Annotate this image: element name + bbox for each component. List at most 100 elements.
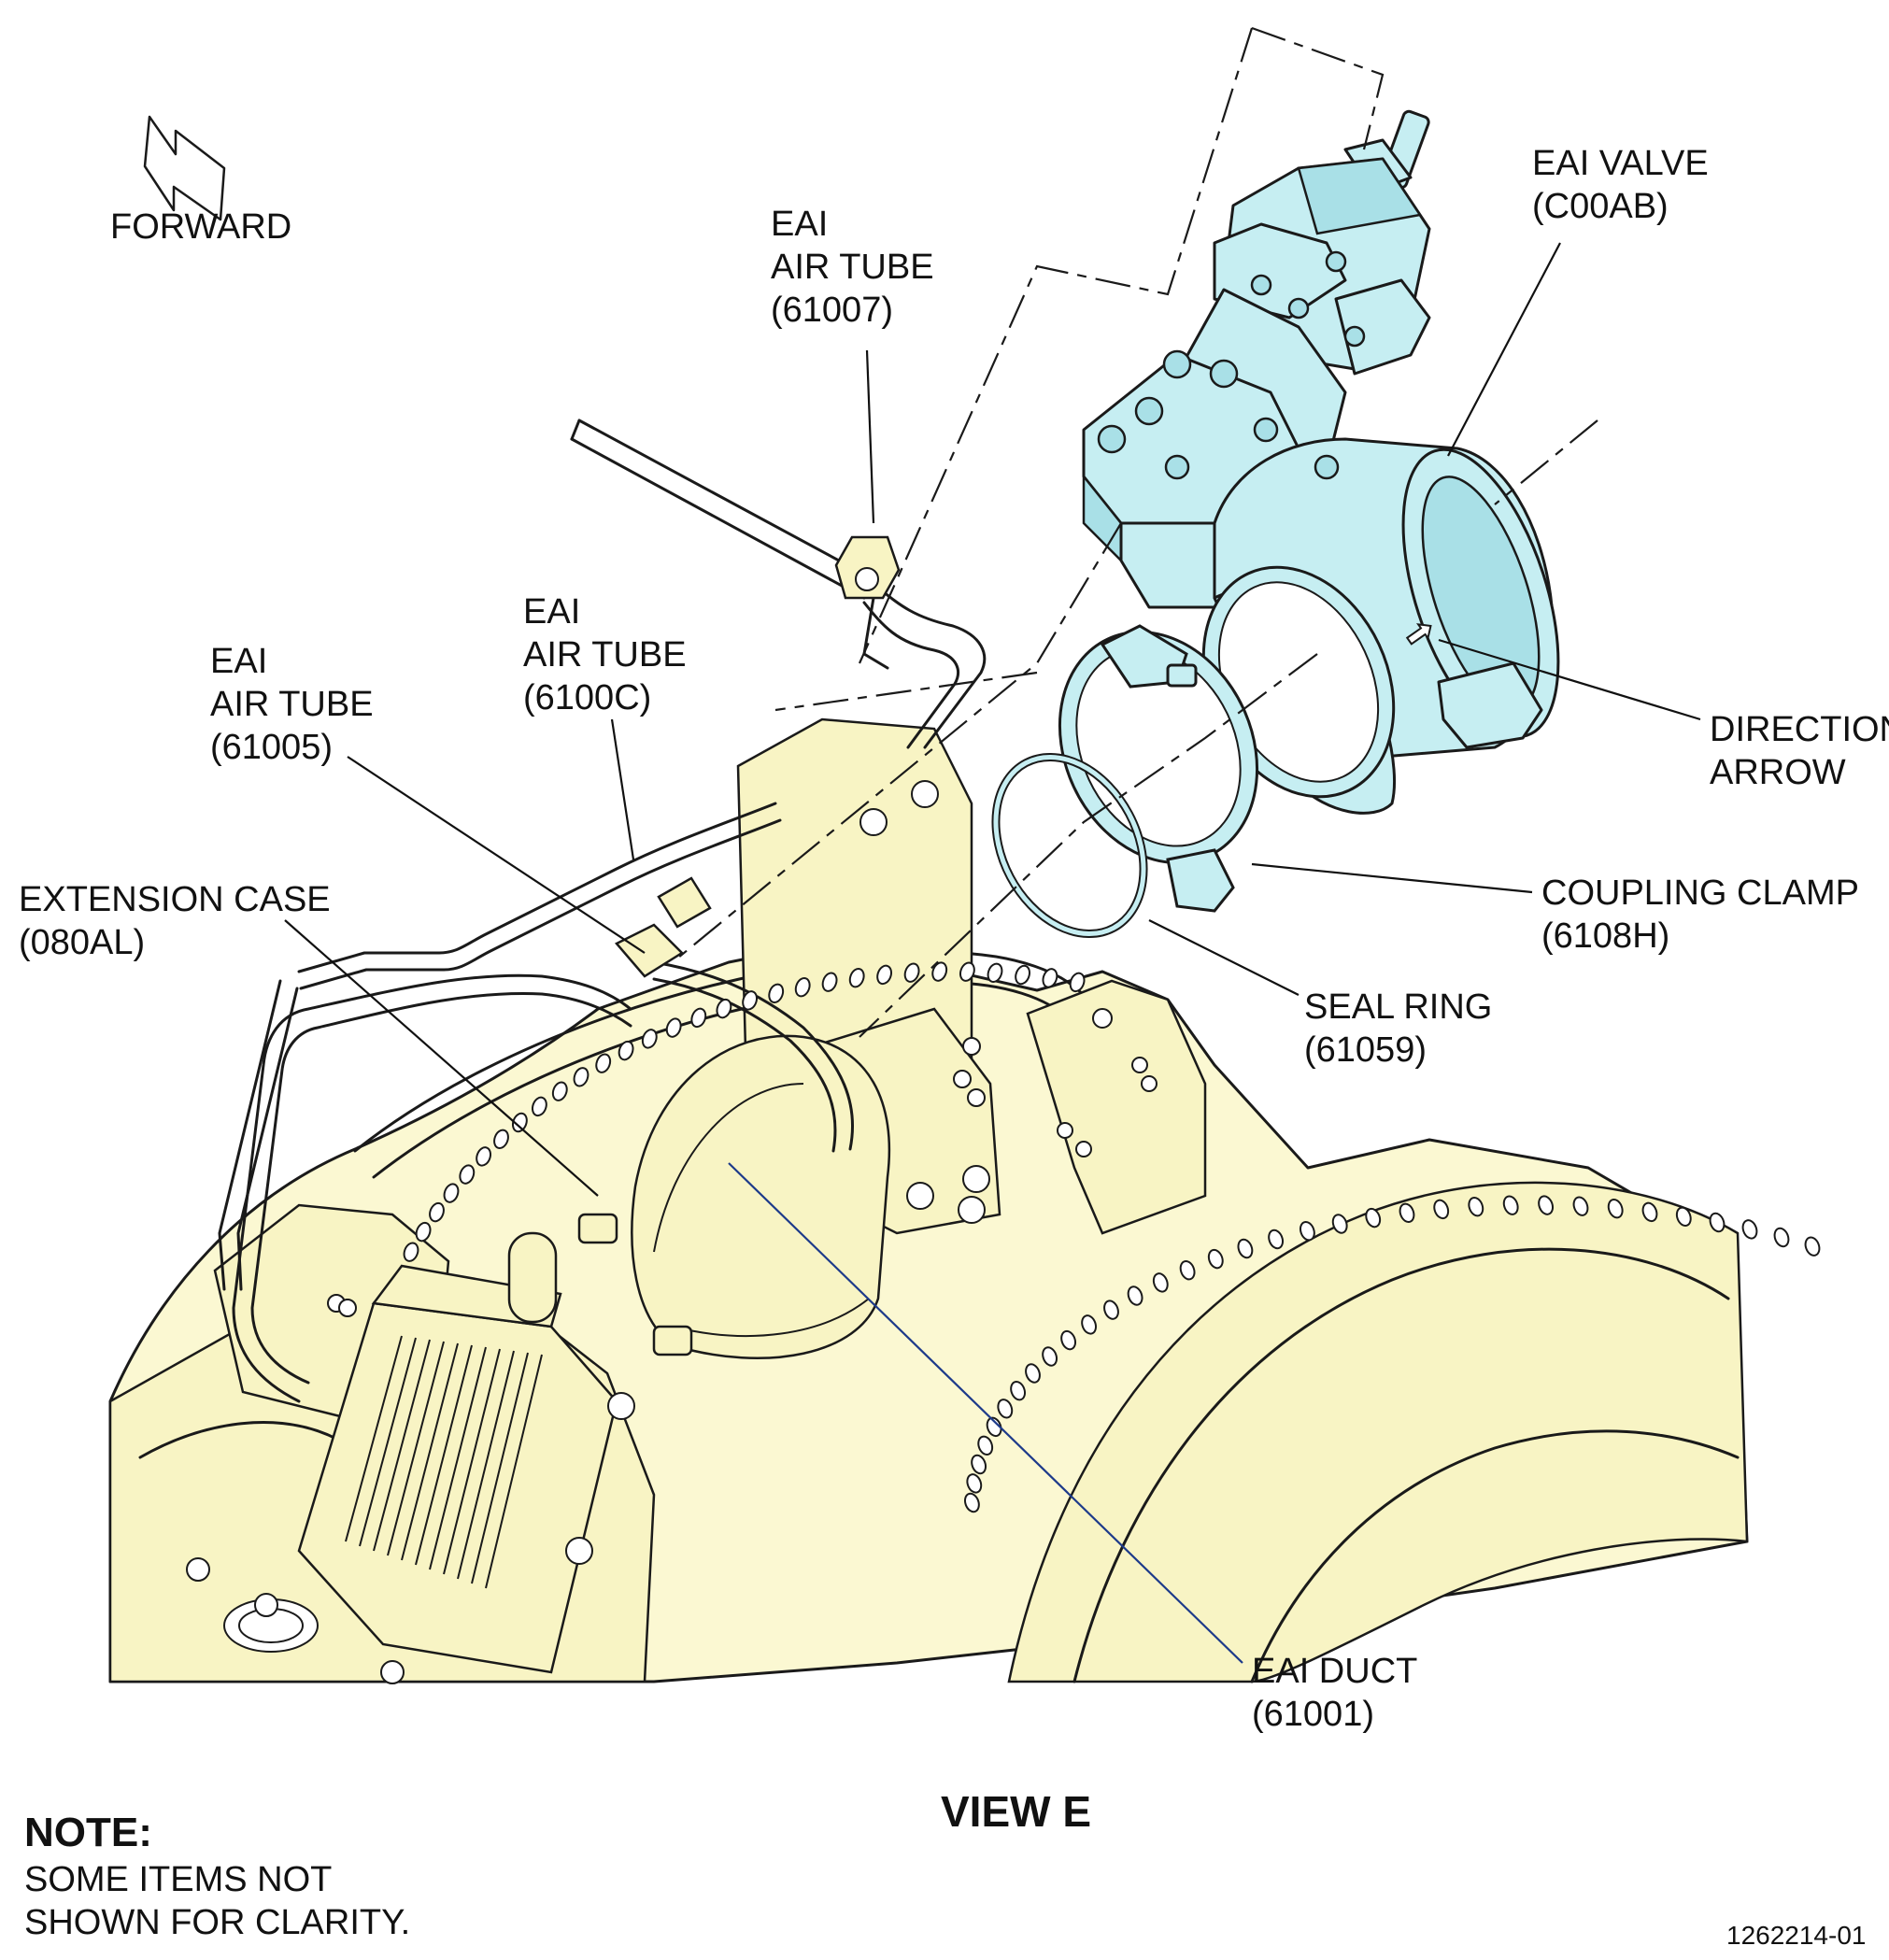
bolt-hole	[1741, 1219, 1758, 1240]
bolt-hole	[443, 1183, 460, 1203]
bolt-hole	[690, 1007, 707, 1029]
bolt-hole	[1025, 1363, 1041, 1384]
bolt-hole	[931, 961, 948, 982]
leader-lines	[284, 242, 1701, 1664]
bolt-hole	[977, 1435, 994, 1456]
seal-ring-line1: SEAL RING	[1304, 987, 1493, 1027]
bolt-hole	[415, 1221, 432, 1243]
bolt-hole	[1572, 1196, 1589, 1216]
bolt-hole	[971, 1454, 987, 1475]
direction-arrow-line2: ARROW	[1710, 753, 1846, 792]
bolt-hole	[1399, 1202, 1415, 1223]
bolt-hole	[1433, 1199, 1450, 1220]
bolt-hole	[966, 1473, 983, 1494]
bolt-hole	[531, 1096, 547, 1117]
seal-ring	[991, 752, 1148, 939]
extension-case-line2: (080AL)	[19, 923, 146, 962]
eai-duct-line2: (61001)	[1252, 1695, 1374, 1734]
bolt-hole	[1127, 1285, 1143, 1306]
bolt-hole	[1207, 1248, 1224, 1270]
bolt-hole	[1299, 1221, 1315, 1242]
eai-valve-line1: EAI VALVE	[1532, 144, 1709, 183]
bolt-hole	[429, 1201, 445, 1223]
heat-exchanger	[297, 1231, 618, 1674]
bolt-hole	[963, 1492, 980, 1513]
bolt-hole	[618, 1040, 634, 1061]
label-direction-arrow: DIRECTION ARROW	[1710, 708, 1889, 794]
label-seal-ring: SEAL RING (61059)	[1304, 986, 1492, 1072]
bolt-hole	[1365, 1207, 1382, 1229]
bolt-hole	[511, 1112, 528, 1133]
bolt-hole	[959, 961, 975, 982]
air-tube-61007-line3: (61007)	[771, 291, 893, 330]
air-tube-61007-line1: EAI	[771, 205, 829, 244]
forward-arrow-icon	[143, 115, 226, 221]
note-line2: SHOWN FOR CLARITY.	[24, 1903, 411, 1942]
bolt-hole	[1103, 1300, 1119, 1320]
bolt-hole	[476, 1146, 492, 1167]
bolt-hole	[821, 972, 838, 992]
note-block: NOTE: SOME ITEMS NOT SHOWN FOR CLARITY.	[24, 1808, 410, 1944]
seal-ring-line2: (61059)	[1304, 1030, 1427, 1070]
label-coupling-clamp: COUPLING CLAMP (6108H)	[1541, 872, 1859, 958]
air-tube-61005-line3: (61005)	[210, 728, 333, 767]
bolt-hole	[794, 977, 811, 998]
view-title: VIEW E	[941, 1787, 1092, 1836]
air-tube-61005-line2: AIR TUBE	[210, 685, 374, 724]
bolt-hole	[848, 968, 865, 988]
bolt-hole	[1675, 1206, 1692, 1227]
label-eai-valve: EAI VALVE (C00AB)	[1532, 142, 1709, 228]
bolt-hole	[1152, 1272, 1169, 1293]
label-eai-duct: EAI DUCT (61001)	[1252, 1650, 1417, 1736]
bolt-hole	[1468, 1197, 1484, 1217]
bolt-hole	[876, 964, 893, 986]
bolt-hole	[493, 1129, 509, 1149]
bolt-hole	[1010, 1381, 1027, 1401]
bolt-hole	[1081, 1314, 1098, 1335]
air-tube-6100c-line2: AIR TUBE	[523, 635, 687, 675]
bolt-hole	[1015, 964, 1031, 986]
eai-duct-line1: EAI DUCT	[1252, 1652, 1418, 1691]
bolt-hole	[742, 990, 759, 1011]
forward-text: FORWARD	[110, 207, 292, 247]
eai-valve	[1082, 109, 1560, 815]
bolt-hole	[1268, 1229, 1285, 1250]
note-heading: NOTE:	[24, 1810, 152, 1855]
coupling-clamp-line2: (6108H)	[1541, 916, 1670, 956]
bolt-hole	[1179, 1260, 1196, 1281]
bolt-hole	[1042, 1346, 1058, 1367]
bolt-hole	[551, 1081, 568, 1101]
bolt-hole	[1331, 1214, 1348, 1234]
bolt-hole	[1607, 1199, 1624, 1219]
bolt-hole	[1709, 1212, 1726, 1233]
air-tube-61005-line1: EAI	[210, 642, 268, 681]
air-tube-6100c-line3: (6100C)	[523, 678, 652, 717]
label-air-tube-61005: EAI AIR TUBE (61005)	[210, 640, 374, 769]
bolt-hole	[1773, 1227, 1790, 1248]
direction-arrow-icon	[1405, 623, 1432, 646]
bolt-hole	[1060, 1329, 1077, 1351]
bolt-hole	[459, 1164, 476, 1185]
bolt-hole	[1538, 1195, 1555, 1215]
bolt-hole	[997, 1399, 1014, 1419]
bolt-hole	[665, 1017, 682, 1038]
bolt-hole	[403, 1242, 419, 1262]
figure-id: 1262214-01	[1726, 1921, 1867, 1950]
bolt-hole	[595, 1053, 612, 1073]
air-tube-61007-line2: AIR TUBE	[771, 248, 934, 287]
bolt-hole	[1804, 1236, 1821, 1257]
extension-case-line1: EXTENSION CASE	[19, 880, 331, 919]
note-line1: SOME ITEMS NOT	[24, 1860, 333, 1899]
bolt-hole	[987, 962, 1003, 983]
coupling-clamp-line1: COUPLING CLAMP	[1541, 873, 1859, 913]
bolt-hole	[1069, 972, 1086, 993]
bolt-hole	[573, 1067, 589, 1087]
label-air-tube-6100c: EAI AIR TUBE (6100C)	[523, 590, 687, 719]
label-air-tube-61007: EAI AIR TUBE (61007)	[771, 203, 934, 332]
bolt-hole	[1641, 1201, 1658, 1223]
bolt-hole	[1237, 1238, 1254, 1259]
direction-arrow-line1: DIRECTION	[1710, 710, 1889, 749]
flange-bolt-holes	[403, 961, 1821, 1513]
bolt-hole	[768, 983, 785, 1003]
